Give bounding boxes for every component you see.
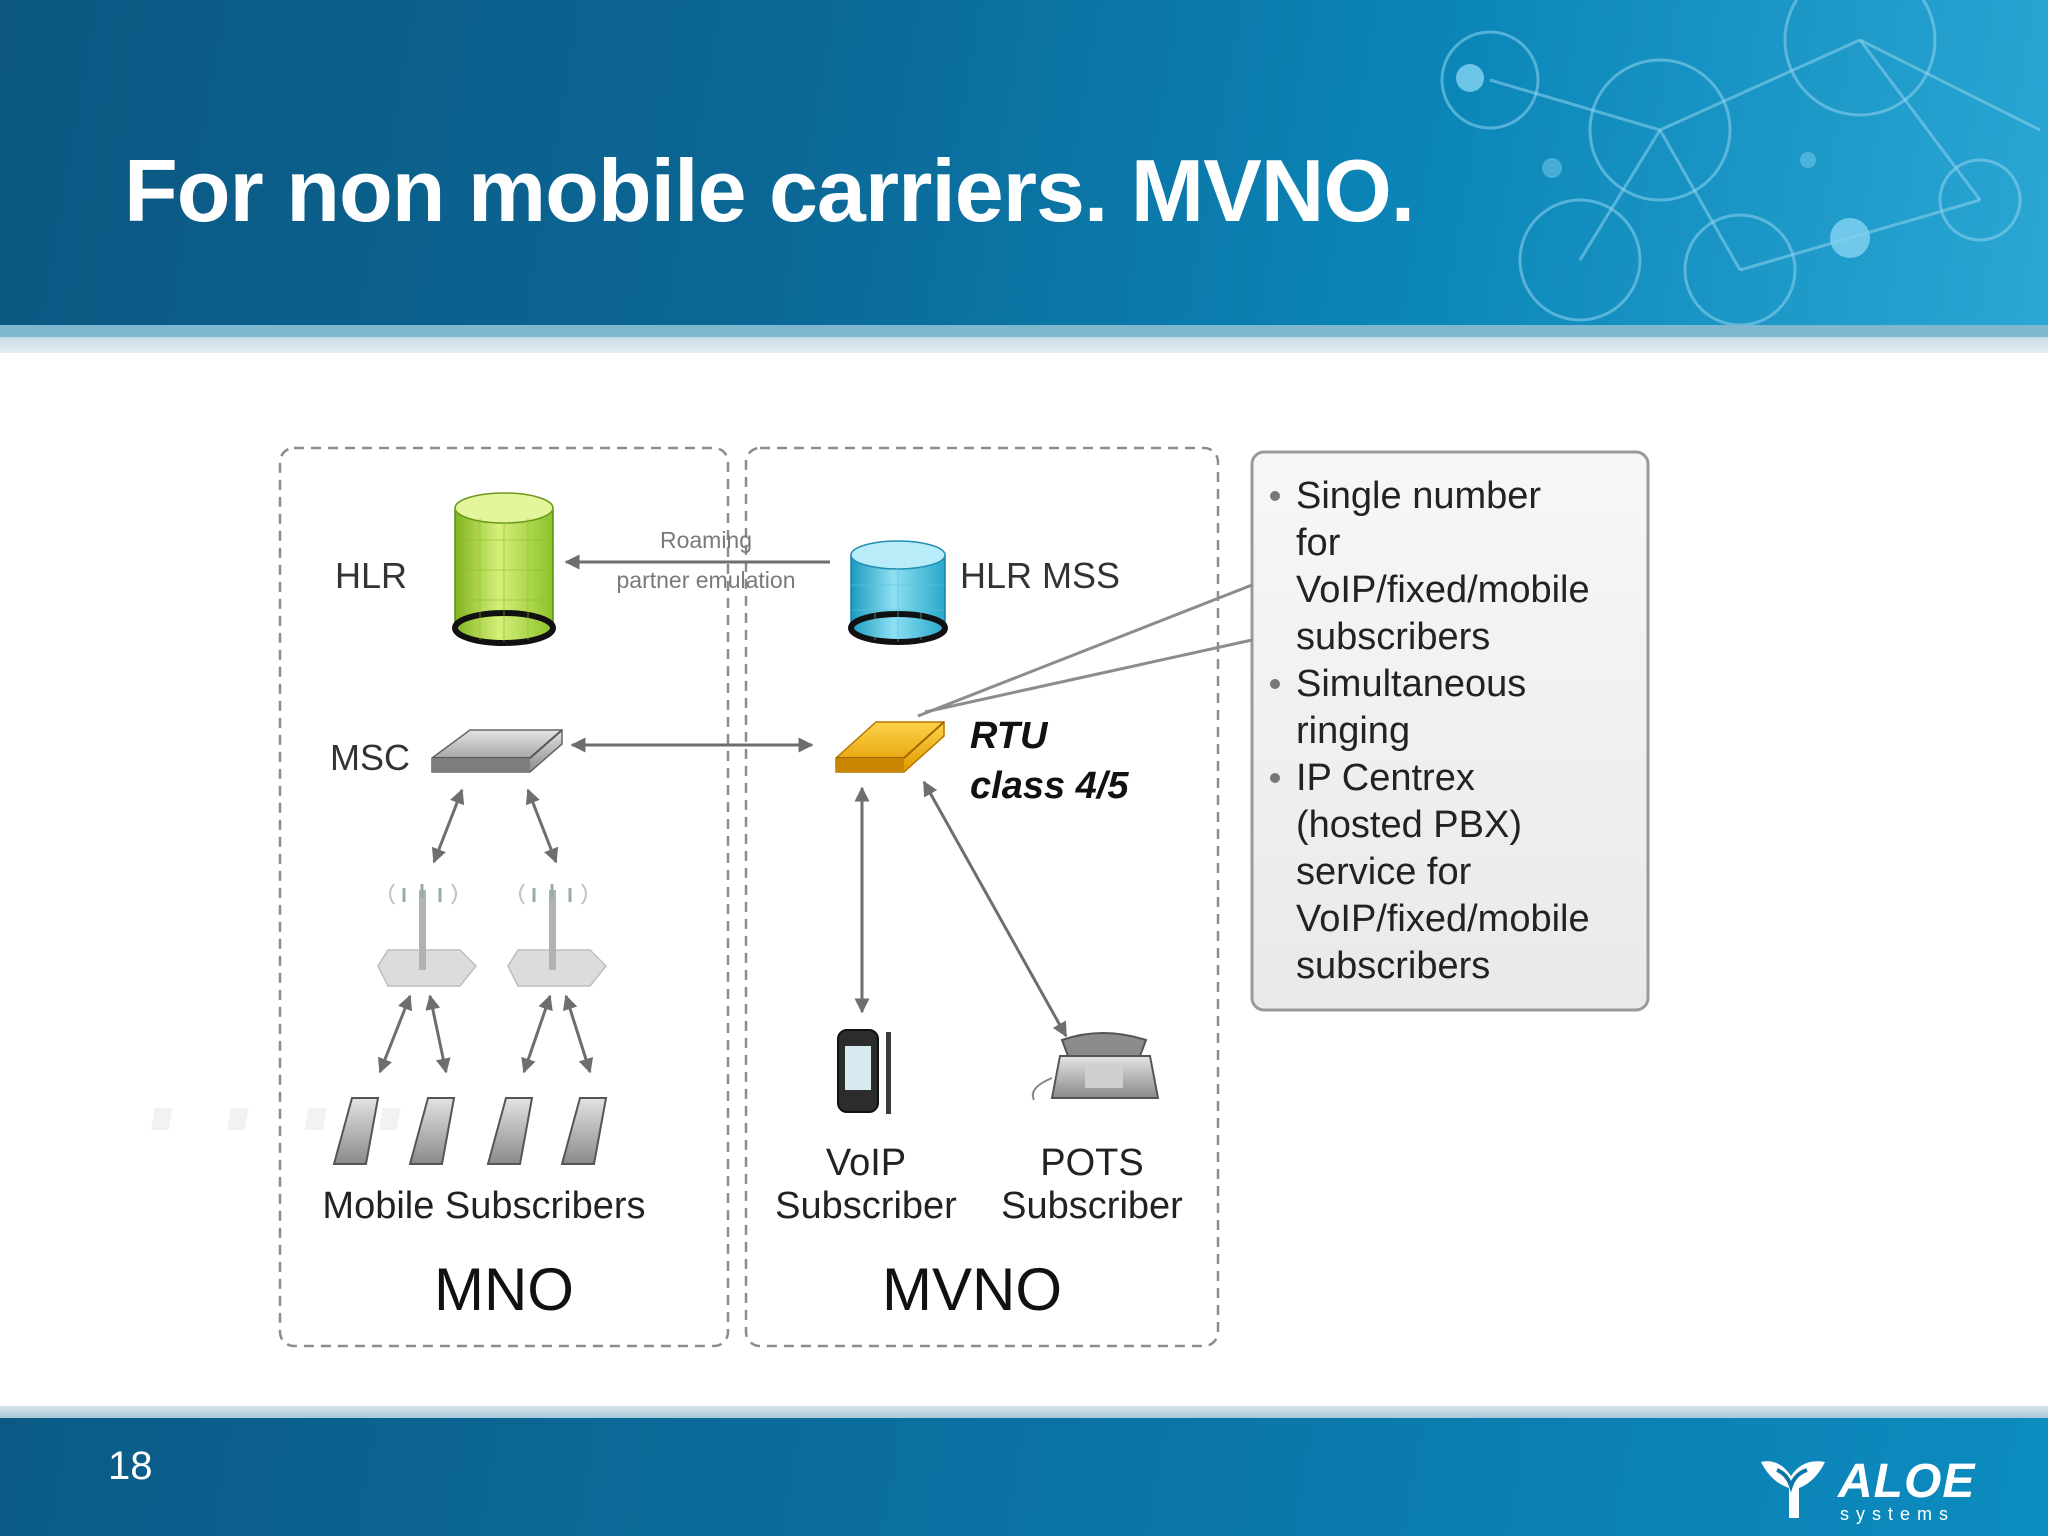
rtu-label: RTU: [970, 715, 1049, 757]
hlr-label: HLR: [335, 555, 407, 596]
logo-wordmark: ALOE: [1838, 1455, 1976, 1508]
tower-phone-link: [425, 994, 451, 1074]
mobile-phone-icon: [150, 1097, 380, 1165]
tower-phone-link: [377, 994, 413, 1074]
feature-1-line-4: subscribers: [1296, 616, 1490, 658]
features-list: Single number for VoIP/fixed/mobile subs…: [1270, 475, 1590, 987]
mvno-group-box: [744, 446, 1220, 1348]
feature-2-line-2: ringing: [1296, 710, 1410, 752]
callout-pointer-lower: [924, 638, 1253, 714]
mvno-label: MVNO: [882, 1256, 1062, 1323]
molecule-decoration: [1440, 0, 2041, 325]
feature-1-line-2: for: [1296, 522, 1341, 564]
msc-tower2-link: [525, 788, 559, 864]
feature-1-line-1: Single number: [1296, 475, 1541, 517]
hlr-database-icon: [452, 492, 556, 646]
bullet-icon: [1270, 773, 1280, 783]
msc-tower1-link: [431, 788, 465, 864]
feature-3-line-1: IP Centrex: [1296, 757, 1475, 799]
callout-pointer-upper: [917, 583, 1253, 718]
aloe-logo-icon: [1761, 1461, 1825, 1518]
roaming-label-line2: partner emulation: [617, 567, 796, 593]
msc-switch-icon: [431, 729, 563, 773]
slide-title: For non mobile carriers. MVNO.: [124, 141, 1415, 240]
header-stripe-light: [0, 337, 2048, 353]
hlr-mss-label: HLR MSS: [960, 555, 1120, 596]
cell-tower-icon: [507, 883, 608, 987]
feature-3-line-4: VoIP/fixed/mobile: [1296, 898, 1590, 940]
header-stripe: [0, 325, 2048, 337]
desk-phone-icon: [1031, 1032, 1160, 1101]
mno-label: MNO: [434, 1256, 574, 1323]
mobile-phone-icon: [378, 1097, 608, 1165]
cell-tower-icon: [377, 883, 478, 987]
slide-footer: [0, 1418, 2048, 1536]
bullet-icon: [1270, 679, 1280, 689]
pots-subscriber-label: POTS: [1040, 1142, 1143, 1184]
footer-stripe: [0, 1406, 2048, 1418]
mobile-phone-icon: [226, 1097, 456, 1165]
voip-subscriber-label: VoIP: [826, 1142, 906, 1184]
tower-phone-link: [562, 994, 594, 1074]
tower-phone-link: [521, 994, 553, 1074]
features-callout: [1250, 450, 1650, 1012]
feature-2-line-1: Simultaneous: [1296, 663, 1526, 705]
rtu-pots-link: [922, 780, 1068, 1038]
rtu-device-icon: [835, 721, 945, 773]
page-number: 18: [108, 1444, 153, 1488]
mno-group-box: [278, 446, 730, 1348]
feature-3-line-3: service for: [1296, 851, 1472, 893]
msc-label: MSC: [330, 737, 410, 778]
bullet-icon: [1270, 491, 1280, 501]
voip-subscriber-label-2: Subscriber: [775, 1185, 957, 1227]
roaming-label-line1: Roaming: [660, 527, 752, 553]
logo-subtext: systems: [1840, 1504, 1956, 1524]
hlr-mss-database-icon: [848, 540, 948, 645]
feature-3-line-5: subscribers: [1296, 945, 1490, 987]
rtu-class-label: class 4/5: [970, 765, 1129, 807]
mobile-subscribers-label: Mobile Subscribers: [322, 1185, 645, 1227]
feature-3-line-2: (hosted PBX): [1296, 804, 1522, 846]
pots-subscriber-label-2: Subscriber: [1001, 1185, 1183, 1227]
slide-header: [0, 0, 2048, 325]
smartphone-icon: [837, 1029, 891, 1114]
feature-1-line-3: VoIP/fixed/mobile: [1296, 569, 1590, 611]
mobile-phone-icon: [304, 1097, 534, 1165]
